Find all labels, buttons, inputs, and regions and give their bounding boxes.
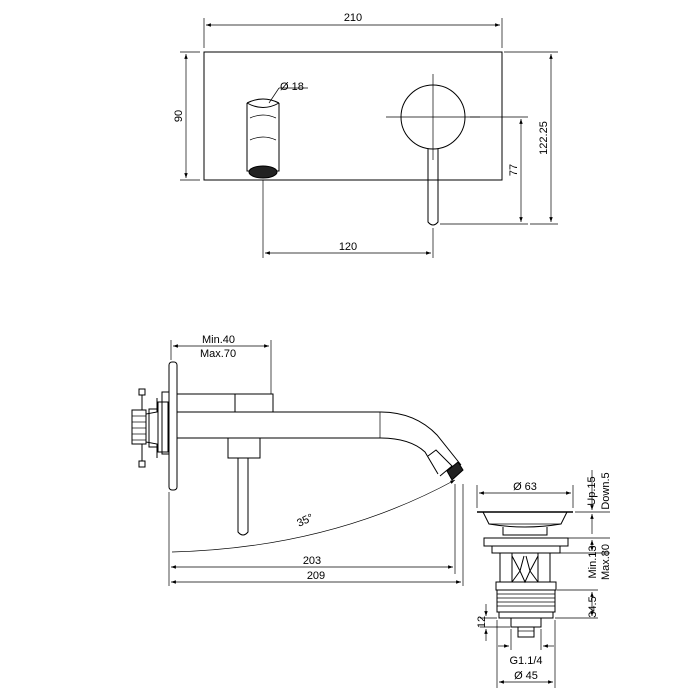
spout-outlet xyxy=(248,165,278,179)
dim-label-total-height: 122.25 xyxy=(538,121,550,155)
dimension-base-diameter: Ø 45 xyxy=(496,620,556,688)
dimension-lower-height: 34.5 xyxy=(555,589,599,619)
waste-cap xyxy=(477,511,573,536)
dim-label-thread: G1.1/4 xyxy=(509,655,542,667)
concealed-body xyxy=(131,388,169,468)
dimension-reach: 203 209 xyxy=(168,484,464,586)
dimension-wall-depth: Min.40 Max.70 xyxy=(170,334,272,394)
dimension-lever-height: 77 xyxy=(440,116,528,225)
waste-flange xyxy=(483,537,569,547)
wall-plate-side xyxy=(161,361,178,491)
wall-plate-outline xyxy=(203,51,503,181)
dim-label-spout-to-lever: 120 xyxy=(339,241,357,253)
dimension-travel: Up.15 Down.5 xyxy=(575,470,612,534)
waste-tail xyxy=(510,617,542,638)
dim-label-cap-diameter: Ø 63 xyxy=(513,481,537,493)
dim-label-spout-diameter: Ø 18 xyxy=(280,81,304,93)
dim-label-reach-short: 203 xyxy=(303,555,321,567)
side-view: Min.40 Max.70 35° 203 209 xyxy=(131,334,464,586)
waste-nut xyxy=(496,589,556,619)
dim-label-base-diameter: Ø 45 xyxy=(514,670,538,682)
dimension-spout-diameter: Ø 18 xyxy=(268,81,308,104)
dim-label-thickness-min: Min.13 xyxy=(587,545,599,578)
dim-label-width: 210 xyxy=(344,12,362,24)
angle-indicator: 35° xyxy=(171,479,456,553)
spout-side xyxy=(176,393,464,481)
dimension-thread: G1.1/4 xyxy=(498,629,554,667)
dimension-total-height: 122.25 xyxy=(504,51,558,225)
front-view: 210 90 Ø 18 77 122.25 xyxy=(173,12,558,258)
mixer-lever-front xyxy=(386,74,480,226)
dim-label-height: 90 xyxy=(173,110,185,122)
dim-label-wall-depth-max: Max.70 xyxy=(200,348,236,360)
dimension-spout-to-lever: 120 xyxy=(262,180,434,258)
dim-label-base-height: 12 xyxy=(476,616,488,628)
dim-label-travel-up: Up.15 xyxy=(586,476,598,505)
dimension-cap-diameter: Ø 63 xyxy=(476,481,574,508)
dim-label-lever-height: 77 xyxy=(508,164,520,176)
dim-label-thickness-max: Max.80 xyxy=(600,544,612,580)
angle-label: 35° xyxy=(295,512,315,530)
dim-label-wall-depth-min: Min.40 xyxy=(202,334,235,346)
waste-body xyxy=(495,553,557,591)
dim-label-lower-height: 34.5 xyxy=(587,596,599,617)
dimension-height: 90 xyxy=(173,51,200,181)
dimension-base-height: 12 xyxy=(476,604,510,641)
waste-view: Ø 63 Up.15 Down.5 Min.13 Max.80 34.5 xyxy=(476,470,612,688)
dimension-width: 210 xyxy=(203,12,503,48)
dimension-basin-thickness: Min.13 Max.80 xyxy=(558,537,612,580)
lever-side xyxy=(227,437,261,536)
spout-front xyxy=(246,98,280,179)
dim-label-travel-down: Down.5 xyxy=(600,472,612,509)
dim-label-reach-long: 209 xyxy=(307,570,325,582)
